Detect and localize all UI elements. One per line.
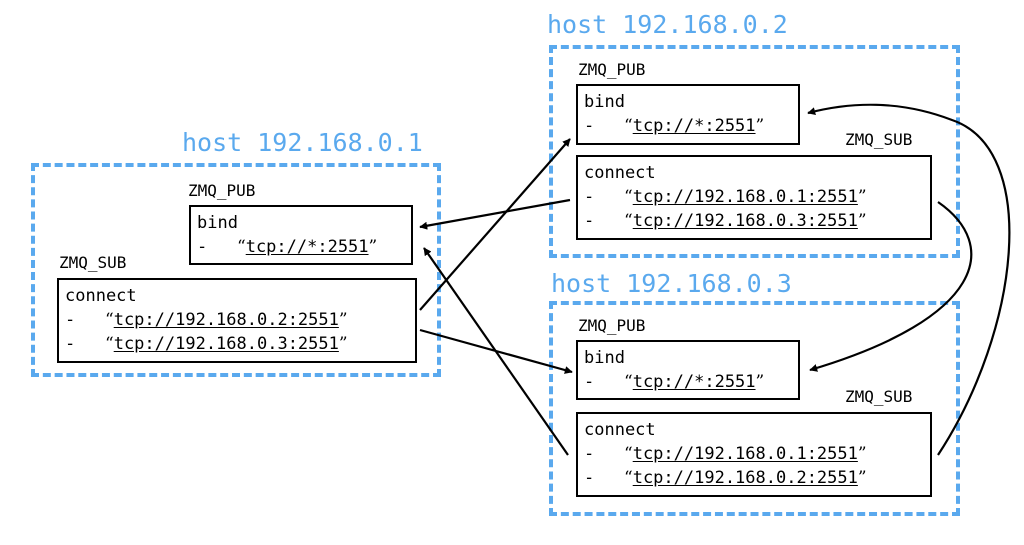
host-3-connect-endpoint-2: -“tcp://192.168.0.2:2551” (584, 468, 867, 488)
host-3-connect-endpoint-1: -“tcp://192.168.0.1:2551” (584, 444, 867, 464)
host-3-title: host 192.168.0.3 (551, 269, 792, 298)
host-1-sub-label: ZMQ_SUB (59, 253, 127, 272)
host-1-pub-label: ZMQ_PUB (188, 181, 256, 200)
host-2-sub-box: connect -“tcp://192.168.0.1:2551” -“tcp:… (576, 155, 932, 240)
host-3-connect-keyword: connect (584, 420, 656, 440)
host-1-connect-endpoint-2: -“tcp://192.168.0.3:2551” (65, 334, 348, 354)
host-1-pub-box: bind -“tcp://*:2551” (189, 205, 413, 265)
host-2-bind-keyword: bind (584, 92, 625, 112)
host-1-connect-keyword: connect (65, 286, 137, 306)
host-2-pub-box: bind -“tcp://*:2551” (576, 84, 800, 145)
host-3-bind-endpoint: -“tcp://*:2551” (584, 372, 765, 392)
arrow-h2sub-to-h1pub (419, 198, 571, 230)
arrow-h3sub-to-h1pub (423, 247, 569, 456)
host-3-pub-box: bind -“tcp://*:2551” (576, 340, 800, 400)
arrow-h1sub-to-h2pub (419, 138, 571, 311)
host-3-sub-box: connect -“tcp://192.168.0.1:2551” -“tcp:… (576, 412, 932, 497)
host-2-sub-label: ZMQ_SUB (845, 130, 913, 149)
host-3-pub-label: ZMQ_PUB (578, 316, 646, 335)
host-2-bind-endpoint: -“tcp://*:2551” (584, 116, 765, 136)
host-2-title: host 192.168.0.2 (547, 10, 788, 39)
host-2-pub-label: ZMQ_PUB (578, 60, 646, 79)
host-3-sub-label: ZMQ_SUB (845, 387, 913, 406)
host-2-connect-endpoint-1: -“tcp://192.168.0.1:2551” (584, 187, 867, 207)
host-1-bind-endpoint: -“tcp://*:2551” (197, 237, 378, 257)
host-1-connect-endpoint-1: -“tcp://192.168.0.2:2551” (65, 310, 348, 330)
host-2-connect-keyword: connect (584, 163, 656, 183)
host-3-bind-keyword: bind (584, 348, 625, 368)
host-1-title: host 192.168.0.1 (182, 128, 423, 157)
host-1-sub-box: connect -“tcp://192.168.0.2:2551” -“tcp:… (57, 278, 417, 363)
host-2-connect-endpoint-2: -“tcp://192.168.0.3:2551” (584, 211, 867, 231)
host-1-bind-keyword: bind (197, 213, 238, 233)
